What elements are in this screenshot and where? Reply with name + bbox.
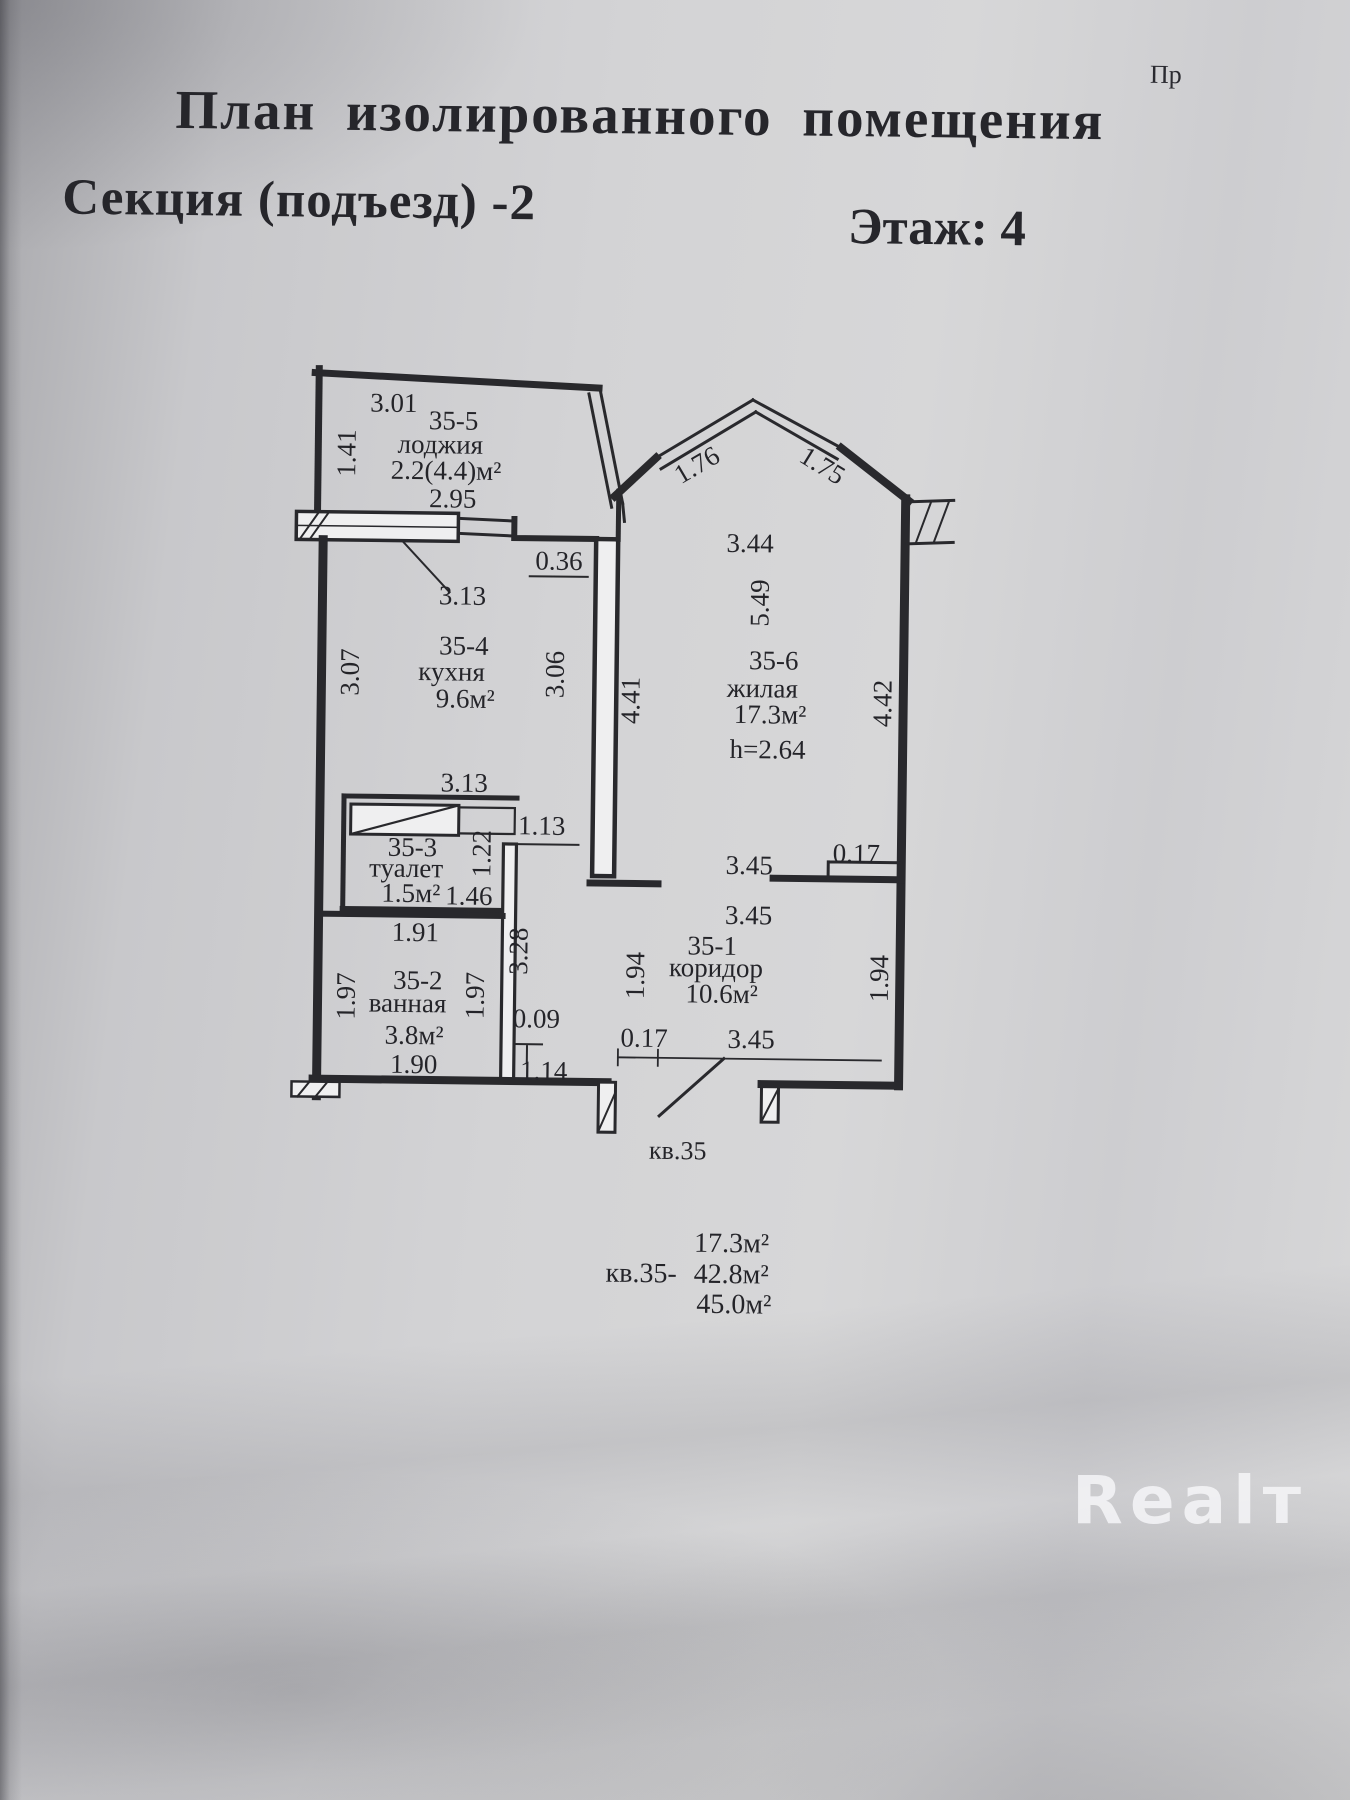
dim-loggia-top: 3.01 bbox=[370, 387, 418, 418]
kitchen-id: 35-4 bbox=[439, 630, 489, 661]
entry-door-leaf bbox=[657, 1056, 726, 1118]
dim-bath-right: 1.97 bbox=[460, 972, 491, 1020]
bathroom-id: 35-2 bbox=[393, 965, 443, 996]
kitchen-name: кухня bbox=[418, 656, 485, 687]
dim-duct-wall: 3.28 bbox=[503, 927, 534, 975]
bathroom-name: ванная bbox=[368, 987, 446, 1018]
kitchen-area: 9.6м² bbox=[436, 683, 495, 714]
loggia-name: лоджия bbox=[397, 429, 483, 460]
dim-bath-step: 0.09 bbox=[513, 1003, 561, 1034]
dim-living-depth: 5.49 bbox=[744, 579, 775, 627]
living-area: 17.3м² bbox=[734, 699, 807, 730]
room-labels: 35-5 лоджия 2.2(4.4)м² 35-4 кухня 9.6м² … bbox=[368, 405, 807, 1166]
living-id: 35-6 bbox=[749, 645, 799, 676]
dim-toilet-depth: 1.22 bbox=[466, 830, 497, 878]
toilet-area: 1.5м² bbox=[381, 878, 440, 909]
area-summary: 17.3м² кв.35- 42.8м² 45.0м² bbox=[605, 1228, 771, 1321]
dim-corridor-top-width: 3.45 bbox=[725, 850, 773, 881]
corridor-id: 35-1 bbox=[687, 930, 737, 961]
dim-kitchen-right: 3.06 bbox=[539, 651, 570, 699]
toilet-name: туалет bbox=[369, 852, 444, 883]
dim-living-left: 4.41 bbox=[615, 677, 646, 725]
dim-entry-side: 0.17 bbox=[620, 1023, 668, 1054]
dim-kitchen-window: 0.36 bbox=[535, 545, 583, 576]
summary-total-area: 42.8м² bbox=[693, 1259, 768, 1291]
dim-kitchen-top: 3.13 bbox=[439, 580, 487, 611]
window-leader-line bbox=[400, 539, 451, 594]
dim-loggia-bottom: 2.95 bbox=[429, 483, 477, 514]
dim-corridor-bottom: 3.45 bbox=[727, 1024, 775, 1055]
dim-loggia-side: 1.41 bbox=[331, 429, 362, 477]
dim-toilet-width: 1.46 bbox=[445, 880, 493, 911]
summary-living-area: 17.3м² bbox=[694, 1228, 769, 1260]
loggia-id: 35-5 bbox=[429, 405, 479, 436]
living-name: жилая bbox=[726, 673, 798, 704]
dim-corridor-right: 1.94 bbox=[864, 954, 895, 1002]
corridor-area: 10.6м² bbox=[685, 978, 758, 1009]
summary-total-with-loggia: 45.0м² bbox=[696, 1289, 771, 1321]
dim-bay-top: 3.44 bbox=[726, 528, 774, 559]
dim-corridor-width: 3.45 bbox=[725, 900, 773, 931]
bathroom-area: 3.8м² bbox=[384, 1020, 443, 1051]
dim-hall-bottom: 1.14 bbox=[520, 1055, 568, 1086]
dim-bath-bottom: 1.90 bbox=[390, 1049, 438, 1080]
loggia-area: 2.2(4.4)м² bbox=[391, 455, 502, 486]
toilet-id: 35-3 bbox=[387, 832, 437, 863]
dim-bath-left: 1.97 bbox=[331, 972, 362, 1020]
dim-living-right: 4.42 bbox=[867, 680, 898, 728]
corridor-name: коридор bbox=[669, 952, 763, 983]
entrance-apartment-label: кв.35 bbox=[649, 1136, 707, 1166]
dim-living-wall-thickness: 0.17 bbox=[833, 838, 881, 869]
dim-corridor-left: 1.94 bbox=[620, 951, 651, 999]
living-ceiling-height: h=2.64 bbox=[729, 734, 806, 765]
dimension-labels: 3.01 1.41 2.95 0.36 3.13 3.07 3.06 4.41 … bbox=[331, 387, 898, 1086]
summary-apartment-label: кв.35- bbox=[605, 1258, 677, 1290]
dim-kitchen-left: 3.07 bbox=[334, 648, 365, 696]
dim-bay-left: 1.76 bbox=[669, 440, 725, 490]
dim-bath-top: 1.91 bbox=[392, 917, 440, 948]
dim-toilet-top: 3.13 bbox=[440, 767, 488, 798]
walls bbox=[290, 365, 956, 1134]
realt-watermark-logo: Realт bbox=[1072, 1462, 1308, 1539]
dim-toilet-recess: 1.13 bbox=[518, 810, 566, 841]
